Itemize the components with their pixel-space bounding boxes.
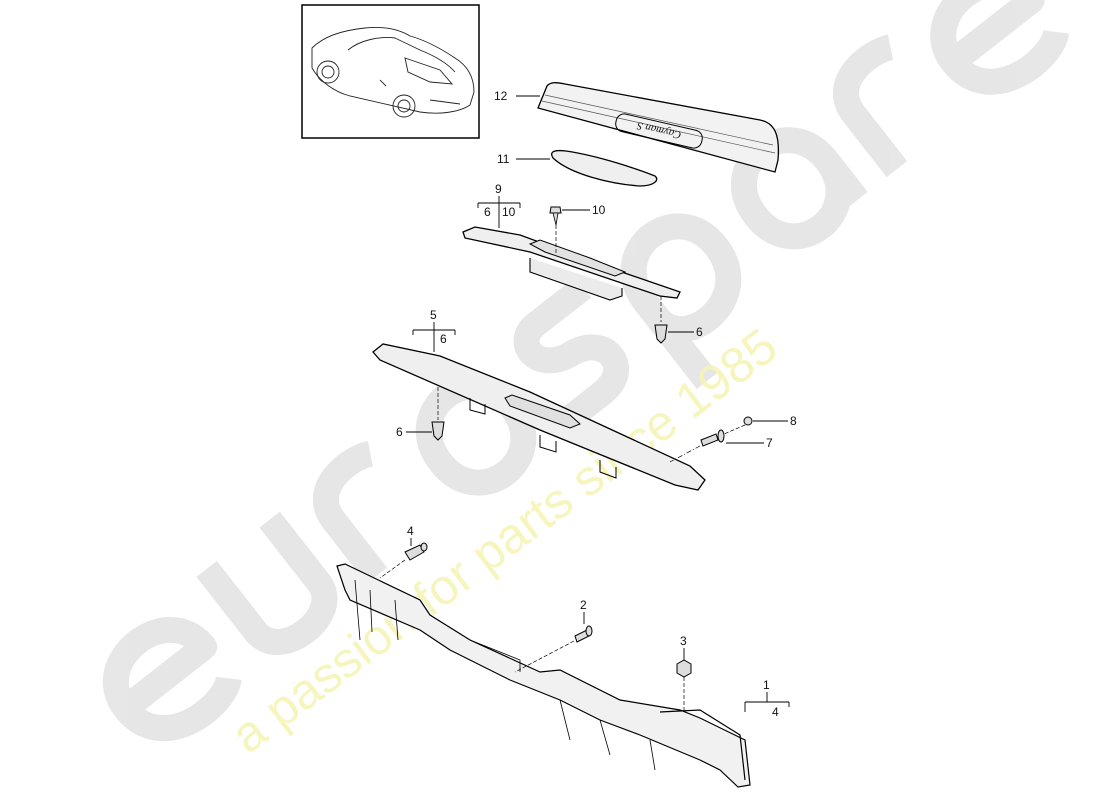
car-outline-icon: [311, 27, 475, 118]
callout-9-group: 9 6 10: [477, 182, 521, 228]
callout-1-group: 1 4: [744, 678, 790, 719]
part-12-sill-cover-plate[interactable]: Cayman S: [537, 82, 780, 173]
callout-5-group: 5 6: [412, 308, 456, 352]
callout-3: 3: [680, 634, 687, 648]
svg-text:4: 4: [772, 705, 779, 719]
clip-6-icon[interactable]: [654, 296, 668, 344]
callout-6a: 6: [696, 325, 703, 339]
svg-text:1: 1: [763, 678, 770, 692]
callout-2: 2: [580, 598, 587, 612]
callout-4: 4: [407, 524, 414, 538]
svg-text:5: 5: [430, 308, 437, 322]
nut-3-icon[interactable]: [676, 659, 692, 712]
watermark-brand: [102, 0, 1070, 742]
screw-2-icon[interactable]: [514, 625, 593, 673]
part-9-sill-trim-front[interactable]: [462, 226, 681, 301]
callout-7: 7: [766, 436, 773, 450]
part-5-sill-trim-long[interactable]: [372, 343, 706, 491]
part-11-insert[interactable]: [551, 149, 658, 187]
screw-10-icon[interactable]: [549, 206, 562, 255]
callout-6b: 6: [396, 425, 403, 439]
svg-text:6: 6: [484, 205, 491, 219]
svg-text:10: 10: [502, 205, 516, 219]
screw-7-icon[interactable]: [669, 424, 746, 463]
pin-4-icon[interactable]: [379, 542, 428, 579]
svg-text:9: 9: [495, 182, 502, 196]
svg-text:6: 6: [440, 332, 447, 346]
callout-10: 10: [592, 203, 606, 217]
car-overview-thumbnail[interactable]: [301, 4, 480, 139]
clip-6-icon[interactable]: [431, 387, 445, 441]
nut-8-icon[interactable]: [743, 416, 753, 426]
callout-8: 8: [790, 414, 797, 428]
callout-11: 11: [497, 152, 510, 166]
callout-12: 12: [494, 89, 508, 103]
part-1-sill-carrier[interactable]: [336, 563, 751, 788]
